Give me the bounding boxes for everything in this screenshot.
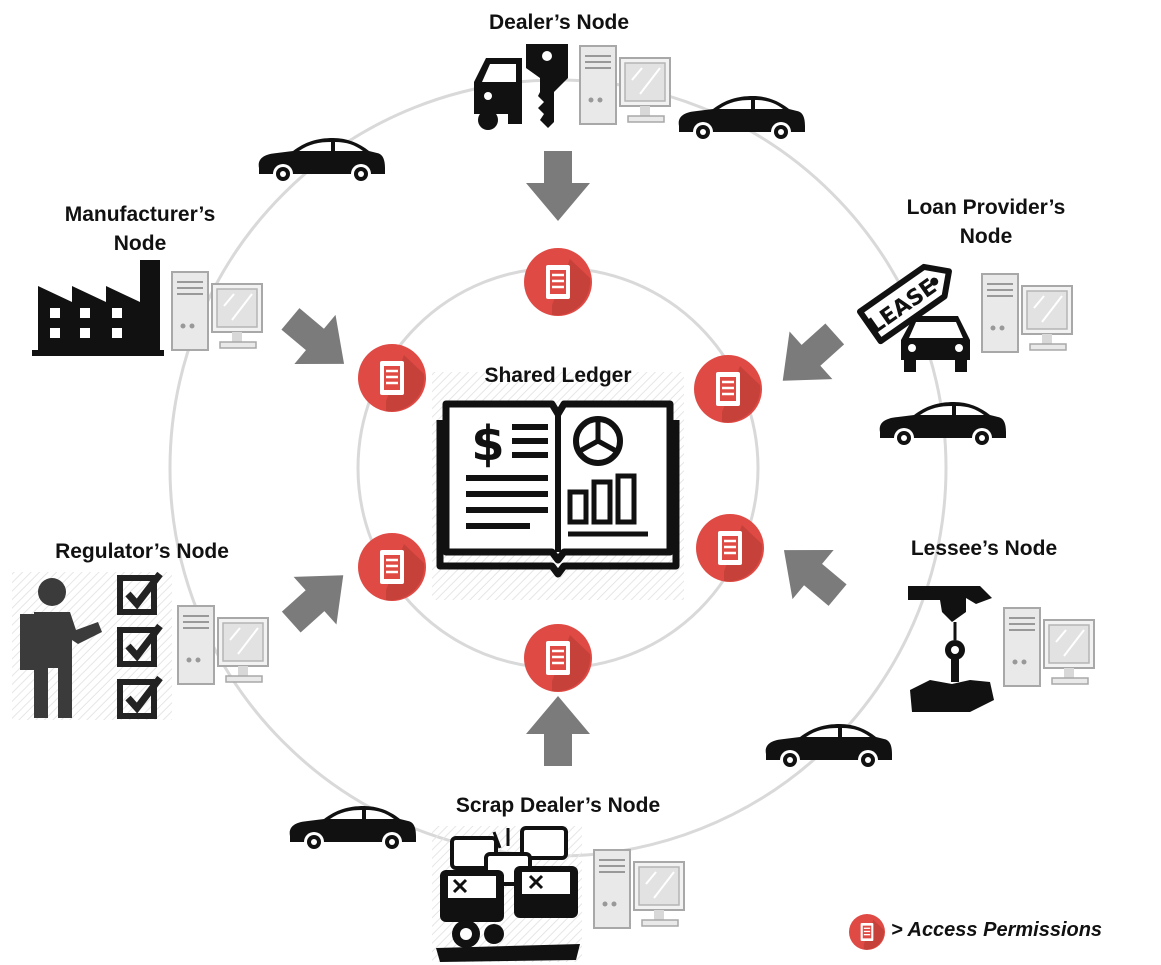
manufacturer-node-label: Manufacturer’s Node [64,203,216,255]
access-permission-badge [356,342,428,414]
car-key-icon [474,44,568,130]
scrap-cars-icon [432,826,582,962]
arrow-from-scrap-dealer [526,696,590,766]
shared-ledger-title: Shared Ledger [484,364,632,387]
scrap-dealer-computer-icon [593,849,685,929]
car-icon [258,138,385,184]
access-permission-badge [694,512,766,584]
legend-label: > Access Permissions [891,919,1103,941]
regulator-computer-icon [177,605,269,685]
lease-tag-icon: LEASE [856,263,970,372]
dealer-computer-icon [579,45,671,125]
access-permission-badge [522,246,594,318]
arrow-from-dealer [526,151,590,221]
arrow-from-lessee [763,525,859,620]
svg-text:$: $ [471,416,504,472]
factory-icon [32,260,164,356]
scrap-dealer-node-label: Scrap Dealer’s Node [455,794,661,817]
regulator-node-label: Regulator’s Node [55,540,229,563]
arrow-from-regulator [269,551,365,646]
loan-provider-computer-icon [981,273,1073,353]
access-permission-badge [692,353,764,425]
lessee-node-label: Lessee’s Node [910,537,1058,560]
car-icon [678,96,805,142]
car-icon [289,806,416,852]
lessee-computer-icon [1003,607,1095,687]
hand-key-icon [908,586,994,712]
dealer-node-label: Dealer’s Node [488,11,630,34]
car-icon [765,724,892,770]
manufacturer-computer-icon [171,271,263,351]
access-permission-badge [356,531,428,603]
ledger-book-icon: $ [432,372,684,600]
car-icon [879,402,1006,448]
access-permission-badge [522,622,594,694]
arrow-from-loan-provider [761,310,857,405]
arrow-from-manufacturer [269,294,365,389]
legend-badge-icon [848,913,886,951]
loan-provider-node-label: Loan Provider’s Node [906,196,1066,248]
